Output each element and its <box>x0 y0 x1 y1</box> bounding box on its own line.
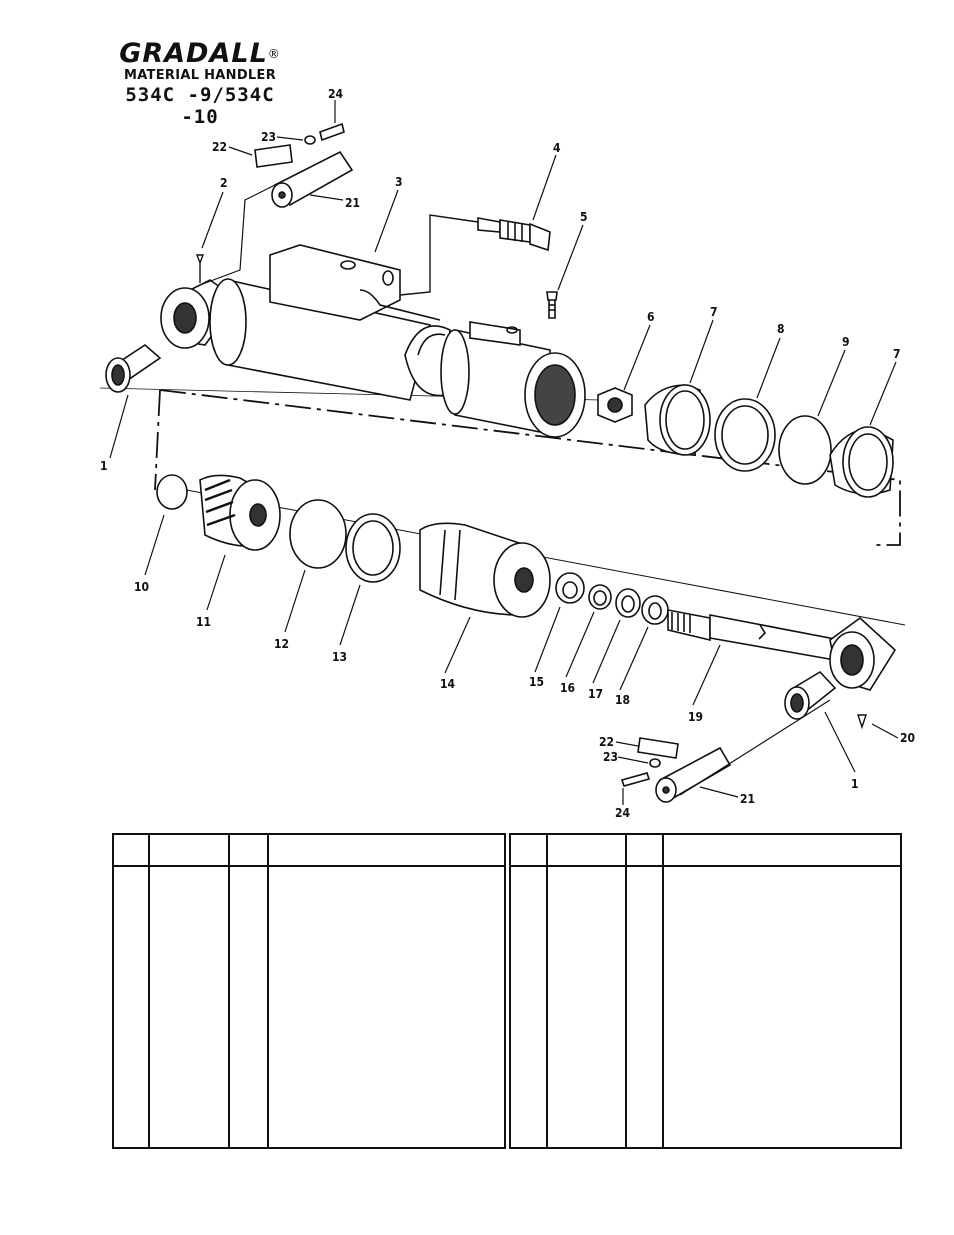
piston-rod <box>667 609 841 661</box>
wear-ring-7b <box>829 426 894 498</box>
gradall-logo: GRADALL® <box>119 38 281 69</box>
relief-valve <box>477 217 551 252</box>
callout-23b: 23 <box>603 750 618 764</box>
valve-tube <box>399 214 479 296</box>
parts-table-right-header <box>511 835 900 867</box>
keeper-plate-bottom <box>637 737 679 759</box>
callout-16: 16 <box>560 681 575 695</box>
callout-9: 9 <box>842 335 850 349</box>
callout-24a: 24 <box>328 87 344 101</box>
callout-10: 10 <box>134 580 149 594</box>
bushing-right <box>784 670 837 720</box>
callout-2: 2 <box>220 176 228 190</box>
seal-8 <box>714 398 776 472</box>
bolt-bottom <box>620 772 651 787</box>
rod-gland <box>419 522 551 618</box>
product-name: MATERIAL HANDLER <box>123 68 277 83</box>
callout-19: 19 <box>688 710 703 724</box>
bushing-left <box>105 343 162 393</box>
lock-nut <box>597 387 633 423</box>
callout-1a: 1 <box>100 459 108 473</box>
callout-15: 15 <box>529 675 544 689</box>
washer-top <box>304 135 316 145</box>
piston <box>199 474 281 551</box>
leader-lines <box>109 100 899 805</box>
callout-17: 17 <box>588 687 603 701</box>
callout-23a: 23 <box>261 130 276 144</box>
bleed-screw <box>546 291 558 319</box>
grease-fitting-top <box>195 254 205 283</box>
assembly-centerline <box>154 389 901 546</box>
callout-22a: 22 <box>212 140 227 154</box>
cylinder-barrel <box>209 244 451 401</box>
parts-table-right-divider <box>662 835 664 1147</box>
parts-table-left-header <box>114 835 504 867</box>
pin-top <box>271 150 354 208</box>
parts-table-right-divider <box>625 835 627 1147</box>
callout-13: 13 <box>332 650 347 664</box>
callout-11: 11 <box>196 615 211 629</box>
wear-ring-7a <box>644 384 711 456</box>
callout-6: 6 <box>647 310 655 324</box>
washer-bottom <box>649 758 661 768</box>
callout-14: 14 <box>440 677 456 691</box>
callout-20: 20 <box>900 731 915 745</box>
brand-block: GRADALL® MATERIAL HANDLER 534C -9/534C -… <box>110 38 290 129</box>
exploded-parts-diagram: 1 2 3 4 5 6 7 8 9 7 10 11 12 13 14 15 16… <box>99 87 915 820</box>
callout-22b: 22 <box>599 735 614 749</box>
backup-ring-13 <box>345 513 401 583</box>
small-rings <box>555 572 669 625</box>
o-ring-12 <box>289 499 347 569</box>
rod-eye <box>829 616 897 691</box>
callout-7a: 7 <box>710 305 718 319</box>
parts-table-left-divider <box>267 835 269 1147</box>
callout-18: 18 <box>615 693 630 707</box>
bolt-top <box>319 122 345 142</box>
callout-21b: 21 <box>740 792 755 806</box>
callout-5: 5 <box>580 210 588 224</box>
parts-table-right <box>509 833 902 1149</box>
pin-bottom <box>655 746 732 803</box>
parts-table-left <box>112 833 506 1149</box>
o-ring-9 <box>778 415 832 485</box>
callout-labels: 1 2 3 4 5 6 7 8 9 7 10 11 12 13 14 15 16… <box>100 87 915 820</box>
callout-21a: 21 <box>345 196 360 210</box>
model-number: 534C -9/534C -10 <box>125 84 275 128</box>
callout-7b: 7 <box>893 347 901 361</box>
parts-table-right-divider <box>546 835 548 1147</box>
parts-table-left-divider <box>148 835 150 1147</box>
cylinder-head <box>440 321 586 438</box>
callout-8: 8 <box>777 322 785 336</box>
o-ring-10 <box>156 474 188 510</box>
parts-table-left-divider <box>228 835 230 1147</box>
callout-1b: 1 <box>851 777 859 791</box>
grease-fitting-bottom <box>857 714 867 730</box>
keeper-plate-top <box>254 144 293 168</box>
callout-3: 3 <box>395 175 403 189</box>
callout-12: 12 <box>274 637 289 651</box>
callout-24b: 24 <box>615 806 631 820</box>
callout-4: 4 <box>553 141 561 155</box>
